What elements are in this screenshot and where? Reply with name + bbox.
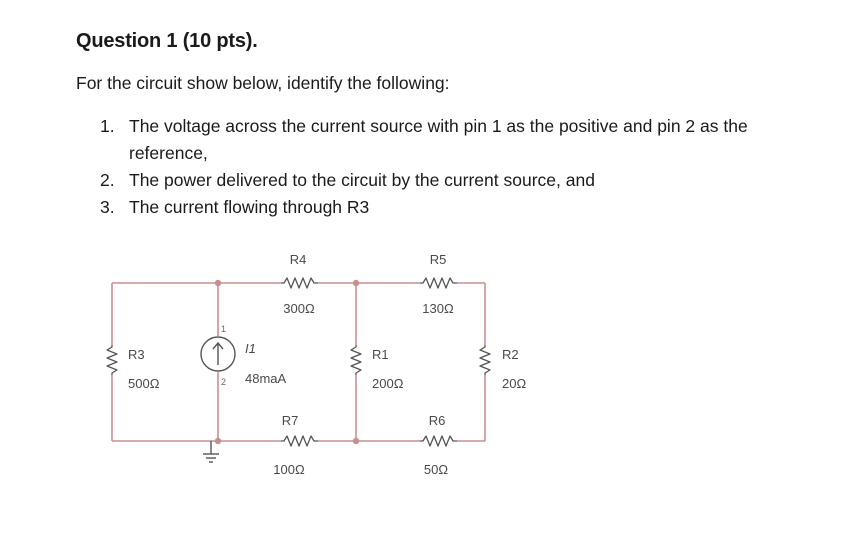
i1-value: 48maA	[245, 371, 287, 386]
current-source-icon	[200, 336, 236, 372]
junction-dot	[352, 437, 360, 445]
list-item: 1. The voltage across the current source…	[100, 113, 800, 167]
r6-resistor-icon	[420, 435, 457, 447]
r4-label: R4	[290, 252, 307, 267]
list-item: 2. The power delivered to the circuit by…	[100, 167, 800, 194]
r5-value: 130Ω	[422, 301, 454, 316]
r2-resistor-icon	[479, 345, 491, 375]
r3-value: 500Ω	[128, 376, 160, 391]
r5-resistor-icon	[420, 277, 457, 289]
r3-resistor-icon	[106, 345, 118, 375]
r1-label: R1	[372, 347, 389, 362]
item-number: 2.	[100, 170, 115, 190]
junction-dot	[214, 437, 222, 445]
r4-resistor-icon	[281, 277, 318, 289]
junction-dot	[352, 279, 360, 287]
r2-label: R2	[502, 347, 519, 362]
question-list: 1. The voltage across the current source…	[100, 113, 800, 221]
r2-value: 20Ω	[502, 376, 526, 391]
r1-resistor-icon	[350, 345, 362, 375]
item-number: 1.	[100, 116, 115, 136]
junction-dots	[214, 279, 360, 445]
junction-dot	[214, 279, 222, 287]
i1-pin1-label: 1	[221, 324, 226, 334]
r5-label: R5	[430, 252, 447, 267]
circuit-wires	[111, 282, 486, 442]
r7-value: 100Ω	[273, 462, 305, 477]
ground-icon	[203, 453, 219, 463]
i1-label: I1	[245, 341, 256, 356]
question-intro: For the circuit show below, identify the…	[76, 73, 450, 93]
r3-label: R3	[128, 347, 145, 362]
r1-value: 200Ω	[372, 376, 404, 391]
item-text: The power delivered to the circuit by th…	[129, 170, 595, 190]
question-title: Question 1 (10 pts).	[76, 30, 258, 52]
r7-resistor-icon	[281, 435, 318, 447]
r4-value: 300Ω	[283, 301, 315, 316]
r7-label: R7	[282, 413, 299, 428]
item-text: The current flowing through R3	[129, 197, 370, 217]
item-number: 3.	[100, 197, 115, 217]
r6-value: 50Ω	[424, 462, 448, 477]
r6-label: R6	[429, 413, 446, 428]
list-item: 3. The current flowing through R3	[100, 194, 800, 221]
i1-pin2-label: 2	[221, 377, 226, 387]
item-text: The voltage across the current source wi…	[129, 116, 748, 163]
